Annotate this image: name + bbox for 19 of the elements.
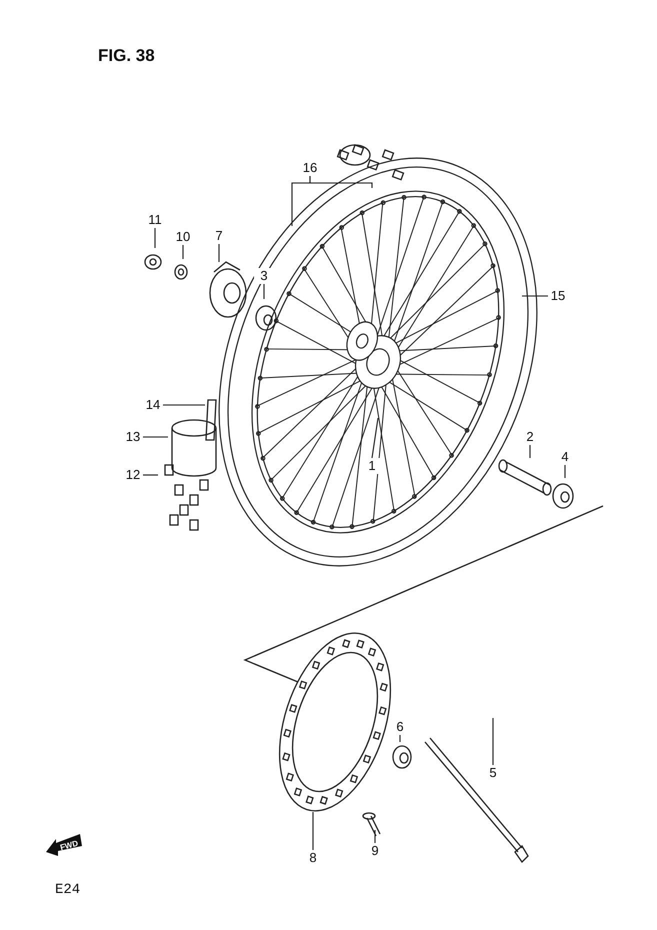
leader-line: [143, 436, 168, 438]
model-code: E24: [55, 882, 80, 898]
leader-line: [218, 244, 220, 262]
leader-line: [143, 474, 158, 476]
leader-line: [312, 812, 314, 850]
leader-line: [371, 418, 379, 458]
leader-line: [399, 735, 401, 742]
leader-line: [529, 445, 531, 458]
direction-text: FWD: [59, 838, 80, 852]
leader-line: [309, 176, 373, 188]
leader-line: [564, 465, 566, 478]
leader-line: [522, 295, 548, 297]
leader-line: [374, 830, 376, 843]
leader-line: [154, 228, 156, 248]
figure-title: FIG. 38: [98, 46, 155, 66]
leader-line: [163, 404, 205, 406]
leader-line: [263, 284, 265, 299]
leader-line: [492, 718, 494, 765]
leader-line: [182, 245, 184, 259]
